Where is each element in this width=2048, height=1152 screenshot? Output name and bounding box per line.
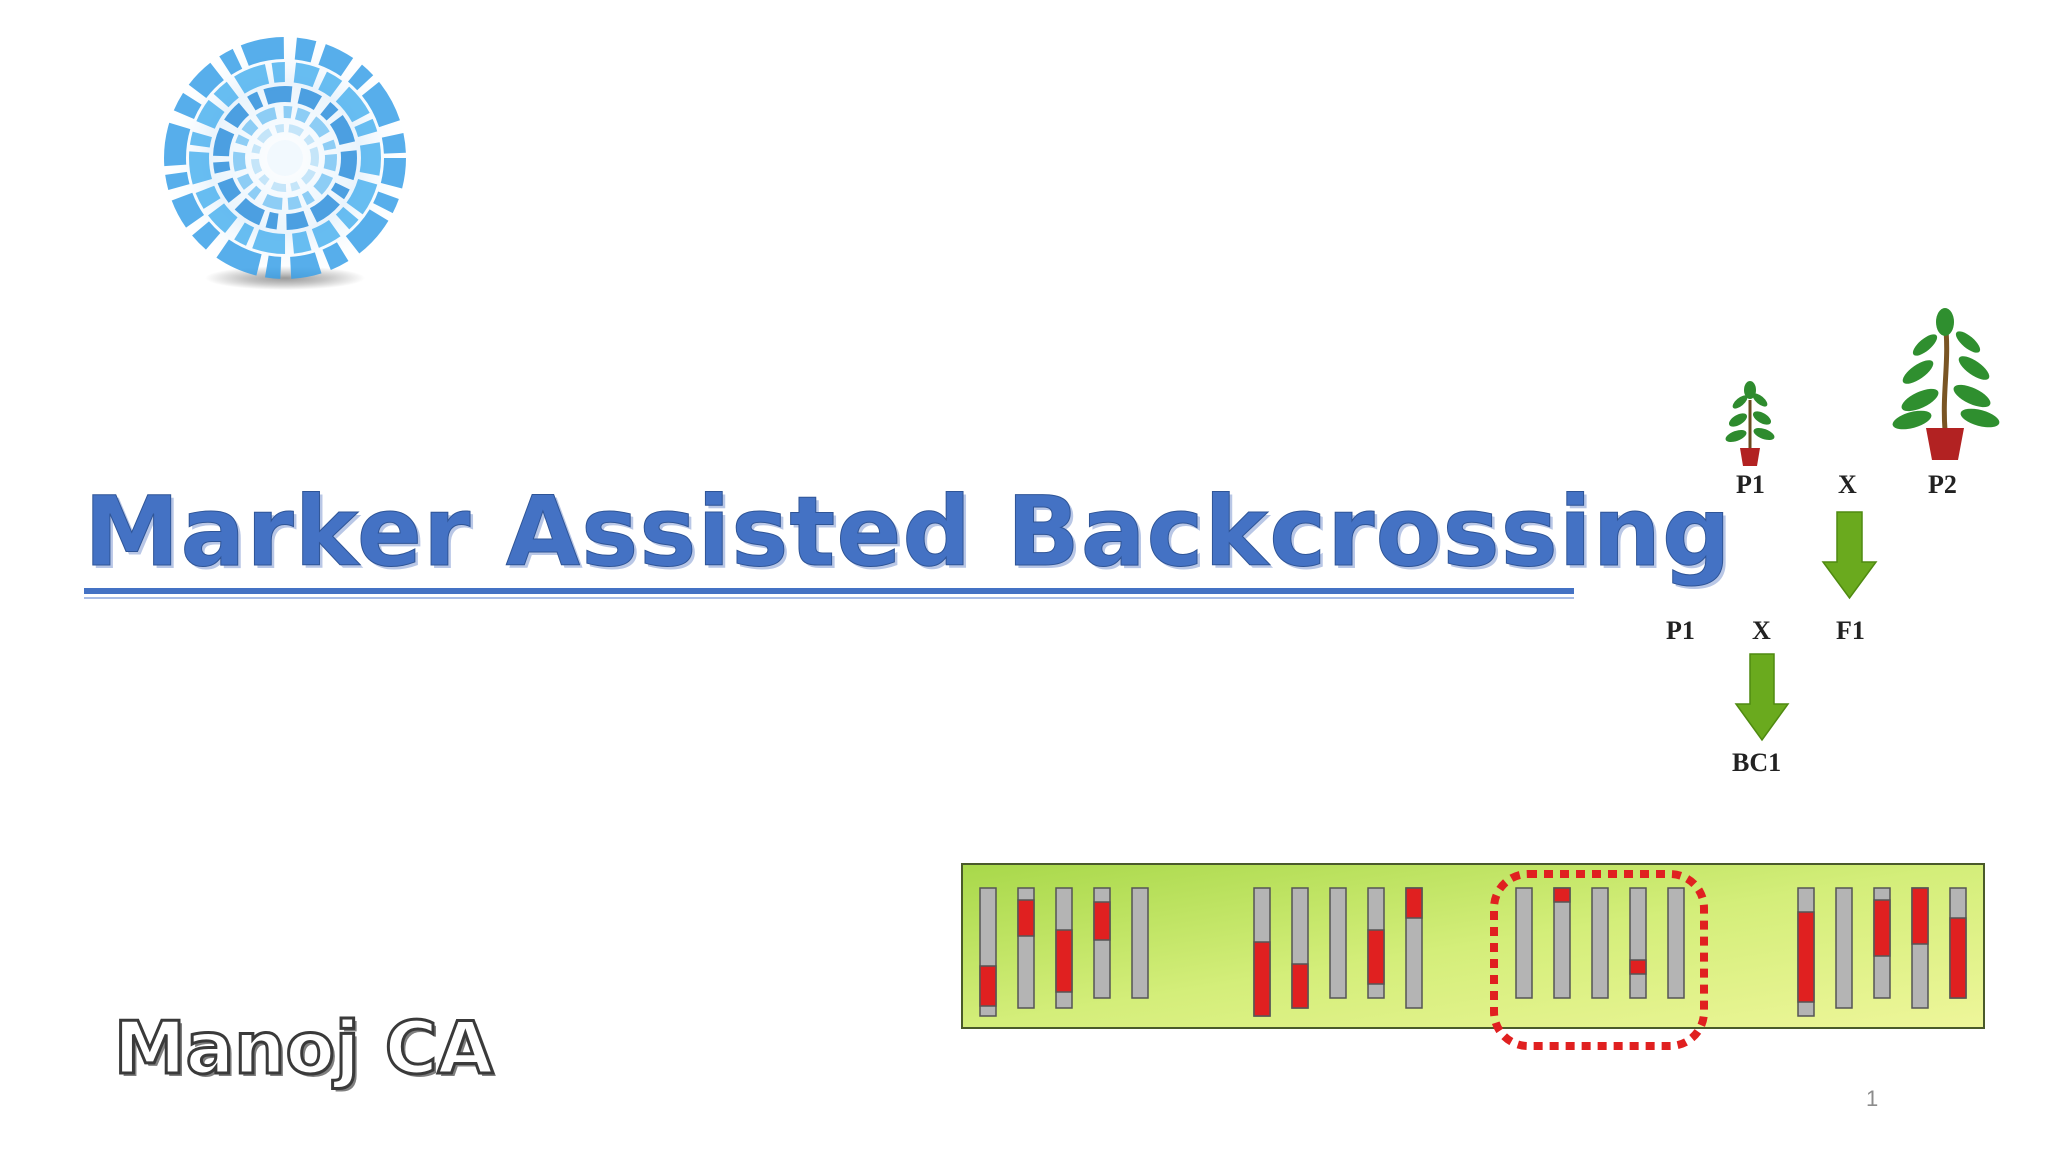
chromosome-group-2 [1253, 887, 1423, 1017]
label-x-bottom: X [1752, 616, 1771, 645]
page-number: 1 [1866, 1086, 1879, 1111]
chromosome-group-1 [979, 887, 1149, 1017]
label-x-top: X [1838, 470, 1857, 499]
chromosome-group-3 [1515, 887, 1685, 999]
title-underline-shadow [84, 597, 1574, 599]
chromosome-panel [961, 863, 1985, 1029]
author-name: Manoj CA [112, 1005, 494, 1092]
label-p2: P2 [1928, 470, 1957, 499]
logo-swirl-icon [157, 30, 413, 290]
arrow-down-icon [1734, 653, 1790, 742]
chromosome-group-4 [1797, 887, 1967, 1017]
slide-title: Marker Assisted Backcrossing [84, 476, 1732, 589]
plant-small-icon [1725, 381, 1775, 466]
label-f1: F1 [1836, 616, 1865, 645]
plant-large-icon [1892, 308, 2000, 460]
label-bc1: BC1 [1732, 748, 1782, 777]
label-p1-top: P1 [1736, 470, 1765, 499]
selection-highlight [1490, 870, 1708, 1050]
title-underline [84, 588, 1574, 594]
arrow-down-icon [1821, 511, 1878, 600]
label-p1-bottom: P1 [1666, 616, 1695, 645]
